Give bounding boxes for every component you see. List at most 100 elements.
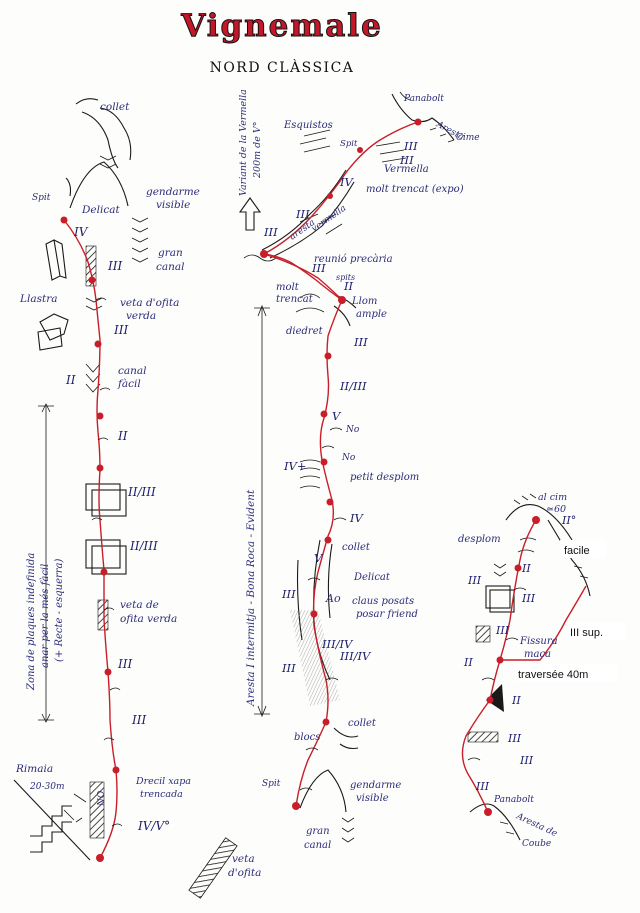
right-aresta-cube-label-2: Coube <box>522 839 551 849</box>
mid-collet-a-label: collet <box>342 542 371 553</box>
left-zona-label-3: (+ Recte - esquerra) <box>54 558 65 662</box>
left-canal-facil-label-2: fàcil <box>117 378 141 390</box>
mid-molt-trencat-label-1: molt <box>276 282 300 293</box>
mid-aresta-intermitja-label: Aresta I intermitja - Bona Roca - Eviden… <box>245 489 257 707</box>
mid-spit-label: Spit <box>340 139 358 149</box>
right-grade-1: II° <box>561 514 576 527</box>
right-grade-8: II <box>463 656 473 669</box>
left-zona-label-2: anar per la més fàcil <box>40 564 51 668</box>
legend-dike <box>188 837 238 899</box>
mid-llom-ample-label-1: Llom <box>351 296 377 307</box>
left-grade-2: III <box>107 259 122 273</box>
left-veta-ofita2-label-1: veta de <box>120 599 159 611</box>
legend-veta-label-1: veta <box>232 853 255 865</box>
left-topo <box>13 98 238 899</box>
mid-vermella-label: Vermella <box>384 164 429 175</box>
mid-esquistos-label: Esquistos <box>283 120 333 131</box>
mid-blocs-label: blocs <box>294 732 320 743</box>
mid-claus-label-2: posar friend <box>356 609 418 620</box>
right-panabolt-label: Panabolt <box>493 795 534 805</box>
mid-gendarme-label-2: visible <box>356 793 389 804</box>
right-grade-5: II <box>511 694 521 707</box>
left-grade-7: II/III <box>129 539 158 553</box>
mid-variant-label-1: Variant de la Vermella <box>238 89 249 196</box>
mid-variant-label-2: 200m de V° <box>252 122 263 180</box>
mid-grade-3: IV <box>339 175 355 189</box>
left-veta-ofita2-label-2: ofita verda <box>120 613 177 625</box>
mid-grade-12: V <box>314 551 324 565</box>
mid-grade-4: III <box>295 207 310 221</box>
mid-grade-10: IV+ <box>283 459 306 473</box>
mid-gran-canal-label-1: gran <box>306 826 330 837</box>
right-traversee-label: traversée 40m <box>518 669 588 681</box>
mid-diedret-label: diedret <box>286 326 324 337</box>
mid-claus-label-1: claus posats <box>352 596 414 607</box>
right-grade-4: III <box>495 624 510 637</box>
mid-molt-trencat-label-2: trencat <box>276 294 314 305</box>
mid-grade-17: III <box>353 335 368 349</box>
right-al-cim-label-2: ≃60 <box>546 504 566 515</box>
mid-spit-b-label: Spit <box>262 779 281 789</box>
mid-petit-desplom-label: petit desplom <box>350 472 419 483</box>
right-grade-7: III <box>519 754 534 767</box>
right-topo <box>461 493 591 841</box>
right-desplom-label: desplom <box>458 534 501 545</box>
mid-grade-8: II/III <box>339 379 367 393</box>
right-al-cim-label-1: al cim <box>538 492 567 503</box>
mid-spits-label: spits <box>336 273 355 282</box>
dike-1 <box>85 245 97 287</box>
right-facile-label: facile <box>564 545 590 557</box>
legend-veta-label-2: d'ofita <box>228 867 261 879</box>
left-llastra-label: Llastra <box>19 293 57 305</box>
mid-panabolt-label: Panabolt <box>403 94 444 104</box>
subtitle: NORD CLÀSSICA <box>210 58 355 76</box>
left-canal-facil-label-1: canal <box>118 365 147 377</box>
right-grade-6: III <box>507 732 522 745</box>
left-grade-6: II/III <box>127 485 156 499</box>
left-veta-ofita-label-2: verda <box>126 310 156 322</box>
left-drecil-label-2: trencada <box>140 789 183 800</box>
mid-grade-6: III <box>311 261 326 275</box>
left-rimaia-label-2: 20-30m <box>29 782 64 792</box>
mid-no1-label: No <box>345 425 360 435</box>
mid-grade-5: III <box>263 225 278 239</box>
left-gendarme-label-1: gendarme <box>146 186 200 198</box>
mid-grade-16: III/IV <box>321 637 354 651</box>
left-grade-3: III <box>113 323 128 337</box>
right-grade-9: III <box>467 574 482 587</box>
left-rimaia-label-1: Rimaia <box>15 763 53 775</box>
left-gendarme-label-2: visible <box>156 199 190 211</box>
mid-grade-1: III <box>403 139 418 153</box>
mid-llom-ample-label-2: ample <box>356 309 387 320</box>
left-grade-9: III <box>131 713 146 727</box>
left-grade-1: IV <box>73 225 89 239</box>
mid-delicat-label: Delicat <box>353 572 391 583</box>
left-gran-canal-label-2: canal <box>156 261 185 273</box>
mid-grade-7: II <box>343 279 354 293</box>
right-grade-3: III <box>521 592 536 605</box>
left-zona-label-1: Zona de plaques indefinida <box>26 553 37 691</box>
mid-aresta-cime-label-2: Cime <box>456 133 480 143</box>
left-grade-8: III <box>117 657 132 671</box>
left-drecil-label-1: Drecil xapa <box>135 776 191 787</box>
right-grade-10: III <box>475 780 490 793</box>
mid-no2-label: No <box>341 453 356 463</box>
left-spit-label: Spit <box>32 193 51 203</box>
mid-grade-2: III <box>399 153 414 167</box>
mid-molt-trencat-expo-label: molt trencat (expo) <box>366 184 464 195</box>
middle-topo <box>238 91 455 843</box>
mid-grade-13: III <box>281 587 296 601</box>
right-aresta-cube-label-1: Aresta de <box>514 811 559 839</box>
title: Vignemale <box>180 8 383 44</box>
mid-collet-b-label: collet <box>348 718 377 729</box>
left-delicat-label: Delicat <box>81 204 120 216</box>
right-fissura-label-1: Fissura <box>519 636 558 647</box>
left-gran-canal-label-1: gran <box>158 247 183 259</box>
right-iii-sup-label: III sup. <box>570 627 603 639</box>
mid-grade-11: IV <box>349 511 365 525</box>
left-collet-label: collet <box>100 101 130 113</box>
left-no-label: NO <box>97 790 107 807</box>
mid-grade-14: III/IV <box>339 649 372 663</box>
mid-ao-label: Ao <box>325 592 341 605</box>
